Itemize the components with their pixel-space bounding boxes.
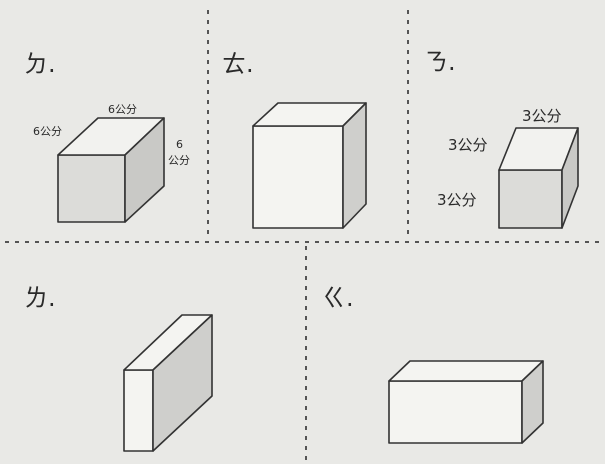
panel-b: ㄊ. bbox=[222, 50, 367, 229]
panel-e-label: ㄍ. bbox=[322, 284, 354, 312]
panel-d-label: ㄌ. bbox=[24, 284, 56, 312]
panel-c: ㄋ. 3公分 3公分 3公分 bbox=[424, 48, 579, 229]
box-e bbox=[388, 360, 544, 444]
panel-a: ㄉ. 6公分 6公分 6 公分 bbox=[24, 50, 190, 223]
cube-c-depth-label: 3公分 bbox=[448, 136, 488, 154]
panel-c-label: ㄋ. bbox=[424, 48, 456, 76]
panel-a-label: ㄉ. bbox=[24, 50, 56, 78]
cube-a bbox=[57, 117, 165, 223]
box-e-side-face bbox=[521, 360, 544, 444]
slab-d bbox=[123, 314, 213, 452]
cube-b bbox=[252, 102, 367, 229]
cube-a-depth-label: 6公分 bbox=[33, 125, 62, 138]
cube-b-side-face bbox=[342, 102, 367, 229]
panel-d: ㄌ. bbox=[24, 284, 213, 452]
cube-a-height-label-bottom: 公分 bbox=[168, 154, 190, 167]
cube-c bbox=[498, 127, 579, 229]
cube-c-height-label: 3公分 bbox=[437, 191, 477, 209]
cube-c-width-label: 3公分 bbox=[522, 107, 562, 125]
panel-b-label: ㄊ. bbox=[222, 50, 254, 78]
cube-a-width-label: 6公分 bbox=[108, 103, 137, 116]
box-e-top-face bbox=[388, 360, 544, 382]
cube-a-side-face bbox=[124, 117, 165, 223]
slab-d-side-face bbox=[152, 314, 213, 452]
panel-dividers bbox=[5, 10, 600, 460]
box-e-front-face bbox=[388, 380, 523, 444]
slab-d-front-face bbox=[123, 369, 154, 452]
cube-a-front-face bbox=[57, 154, 126, 223]
cube-a-height-label-top: 6 bbox=[176, 138, 183, 151]
panel-e: ㄍ. bbox=[322, 284, 544, 444]
cube-b-front-face bbox=[252, 125, 344, 229]
cube-c-side-face bbox=[561, 127, 579, 229]
cube-c-front-face bbox=[498, 169, 563, 229]
